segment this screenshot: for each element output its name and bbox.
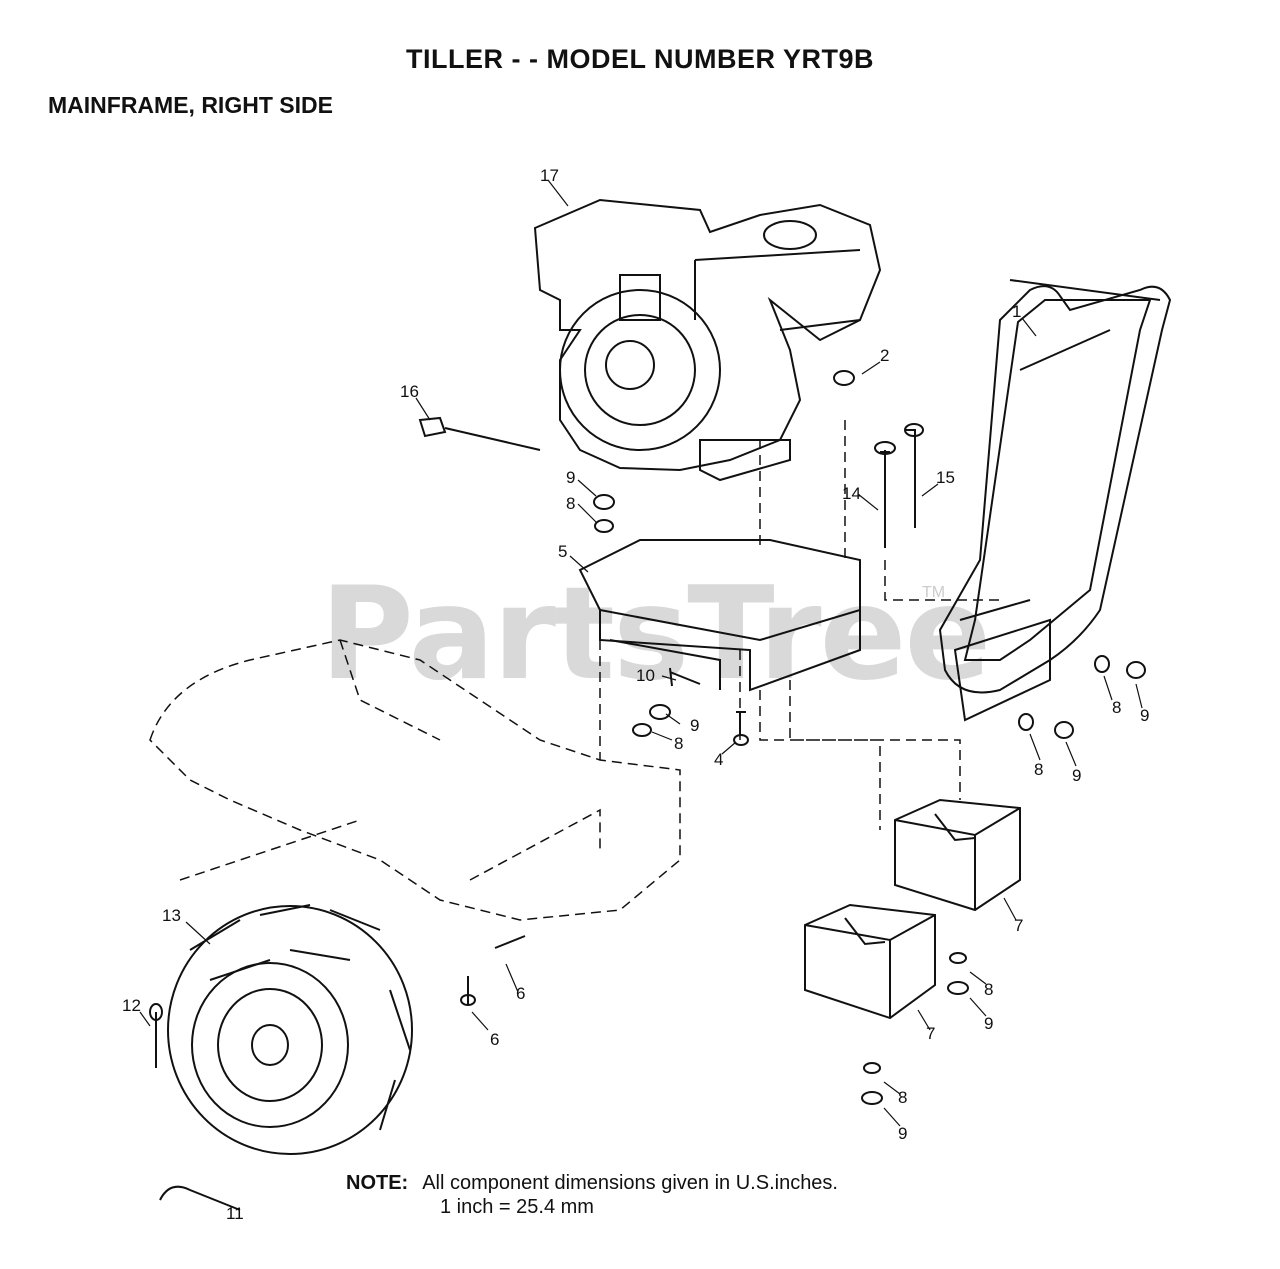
callout-9: 9 <box>566 468 576 487</box>
note-line-2: 1 inch = 25.4 mm <box>440 1196 594 1218</box>
callout-10: 10 <box>636 666 655 685</box>
tiller-body-phantom <box>149 420 1000 921</box>
callout-8: 8 <box>984 980 994 999</box>
note-label: NOTE: <box>346 1172 409 1194</box>
callout-8: 8 <box>898 1088 908 1107</box>
callout-9: 9 <box>1072 766 1082 785</box>
handle-bar-part <box>938 279 1172 722</box>
callout-9: 9 <box>1140 706 1150 725</box>
callout-14: 14 <box>842 484 861 503</box>
callout-6: 6 <box>516 984 526 1003</box>
callout-9: 9 <box>898 1124 908 1143</box>
callout-8: 8 <box>1112 698 1122 717</box>
callout-5: 5 <box>558 542 568 561</box>
callout-17: 17 <box>540 166 559 185</box>
callout-15: 15 <box>936 468 955 487</box>
callout-13: 13 <box>162 906 181 925</box>
callout-4: 4 <box>714 750 724 769</box>
callout-8: 8 <box>674 734 684 753</box>
weight-block-lower <box>804 903 936 1020</box>
leader-lines <box>139 179 1143 1127</box>
callout-11: 11 <box>226 1204 244 1223</box>
callout-1: 1 <box>1012 302 1022 321</box>
callout-9: 9 <box>690 716 700 735</box>
hardware-parts <box>149 370 1146 1211</box>
weight-block-upper <box>894 798 1021 912</box>
mounting-plate-part <box>578 539 861 692</box>
diagram-subtitle: MAINFRAME, RIGHT SIDE <box>48 92 333 118</box>
note-block: NOTE: All component dimensions given in U… <box>346 1172 838 1195</box>
callout-12: 12 <box>122 996 141 1015</box>
callout-7: 7 <box>926 1024 936 1043</box>
callout-16: 16 <box>400 382 419 401</box>
callout-6: 6 <box>490 1030 500 1049</box>
diagram-title: TILLER - - MODEL NUMBER YRT9B <box>405 44 874 74</box>
callout-8: 8 <box>566 494 576 513</box>
callout-7: 7 <box>1014 916 1024 935</box>
watermark-trademark: TM <box>922 584 946 601</box>
callout-9: 9 <box>984 1014 994 1033</box>
tire-wheel-part <box>167 904 413 1155</box>
note-line-1: All component dimensions given in U.S.in… <box>422 1172 838 1194</box>
engine-part <box>533 198 882 482</box>
cable-tie-part <box>418 416 541 451</box>
callout-8: 8 <box>1034 760 1044 779</box>
watermark-logo: PartsTree <box>320 560 991 709</box>
callout-2: 2 <box>880 346 890 365</box>
